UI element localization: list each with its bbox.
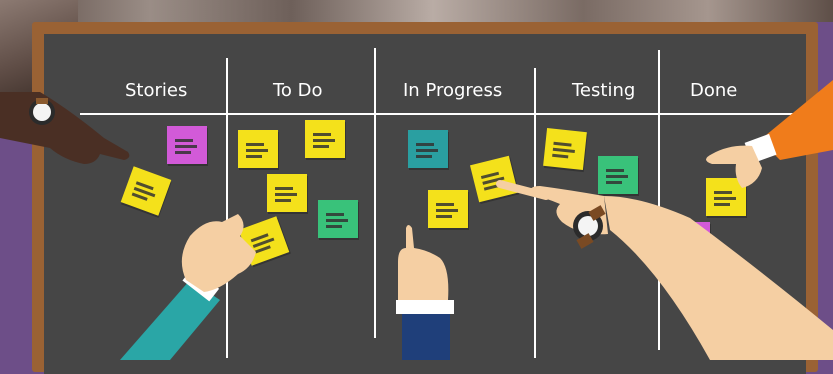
- column-header-done: Done: [690, 80, 738, 101]
- pointing-hand-icon: [0, 92, 130, 164]
- column-header-in-progress: In Progress: [403, 80, 503, 101]
- column-divider-4: [658, 50, 660, 350]
- column-divider-1: [226, 58, 228, 358]
- sticky-note: [167, 126, 207, 164]
- sticky-note: [267, 174, 307, 212]
- sticky-note: [408, 130, 448, 168]
- arm-with-watch-icon: [496, 180, 833, 360]
- column-header-stories: Stories: [125, 80, 188, 101]
- header-divider: [80, 113, 822, 115]
- column-divider-3: [534, 68, 536, 358]
- column-header-todo: To Do: [273, 80, 323, 101]
- sticky-note: [706, 178, 746, 216]
- column-header-testing: Testing: [572, 80, 636, 101]
- background-photo: [0, 0, 833, 22]
- sticky-note: [428, 190, 468, 228]
- sticky-note: [318, 200, 358, 238]
- pointing-hand-icon: [396, 225, 454, 360]
- hands-illustration: [0, 80, 833, 360]
- grabbing-hand-icon: [120, 214, 256, 360]
- pointing-hand-icon: [706, 80, 833, 188]
- sticky-note: [598, 156, 638, 194]
- column-divider-2: [374, 48, 376, 338]
- sticky-note: [238, 130, 278, 168]
- sticky-note: [305, 120, 345, 158]
